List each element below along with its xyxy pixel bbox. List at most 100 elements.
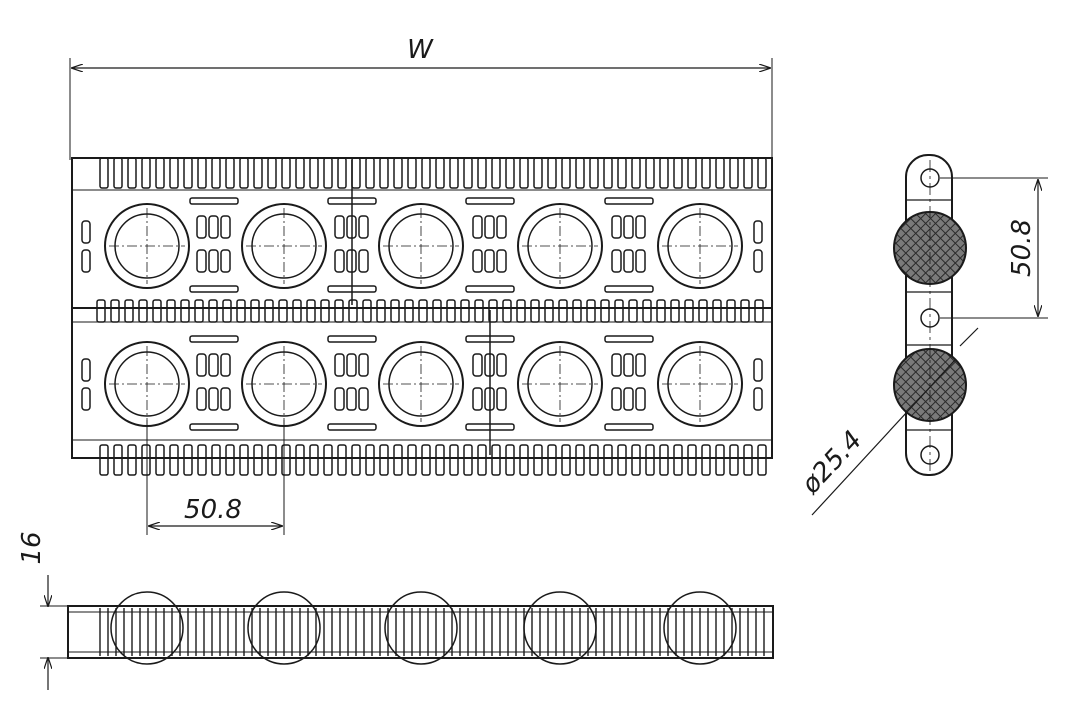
hinge-tooth (365, 157, 375, 189)
slot (484, 215, 495, 239)
slot (196, 353, 207, 377)
slot (334, 215, 345, 239)
slot (611, 215, 622, 239)
hinge-tooth (491, 157, 501, 189)
hinge-tooth (127, 444, 137, 476)
hinge-tooth (309, 157, 319, 189)
slot (472, 215, 483, 239)
hinge-tooth (589, 444, 599, 476)
slot-bar (327, 335, 377, 343)
hinge-tooth (491, 444, 501, 476)
slot (623, 215, 634, 239)
hinge-tooth (729, 444, 739, 476)
hinge-tooth (533, 157, 543, 189)
hinge-tooth (376, 299, 386, 323)
hinge-tooth (729, 157, 739, 189)
roller-outer (657, 341, 743, 427)
hinge-tooth (334, 299, 344, 323)
hinge-tooth (407, 444, 417, 476)
thickness-dimension: 16 (17, 531, 110, 690)
front-teeth (68, 608, 773, 656)
hinge-tooth (379, 157, 389, 189)
slot (635, 215, 646, 239)
hinge-tooth (320, 299, 330, 323)
front-rollers (110, 591, 737, 665)
hinge-tooth (435, 157, 445, 189)
slot (334, 387, 345, 411)
hinge-tooth (477, 444, 487, 476)
hinge-tooth (124, 299, 134, 323)
rollers-top-view (104, 203, 743, 427)
slot (358, 387, 369, 411)
slot (81, 220, 91, 244)
slot (635, 353, 646, 377)
hinge-tooth (138, 299, 148, 323)
slot (472, 353, 483, 377)
hinge-tooth (435, 444, 445, 476)
hinge-tooth (547, 157, 557, 189)
hinge-tooth (533, 444, 543, 476)
hinge-tooth (208, 299, 218, 323)
hinge-tooth (463, 444, 473, 476)
hinge-tooth (516, 299, 526, 323)
slot (496, 249, 507, 273)
hinge-tooth (460, 299, 470, 323)
hinge-tooth (519, 444, 529, 476)
slot (208, 387, 219, 411)
slot-bar (465, 285, 515, 293)
hinge-tooth (365, 444, 375, 476)
hinge-tooth (463, 157, 473, 189)
slot (496, 387, 507, 411)
hinge-tooth (701, 157, 711, 189)
front-roller (110, 591, 184, 665)
front-roller (247, 591, 321, 665)
slot (358, 249, 369, 273)
slot-bar (189, 423, 239, 431)
hinge-tooth (474, 299, 484, 323)
hinge-tooth (575, 157, 585, 189)
slot (611, 353, 622, 377)
hinge-tooth (519, 157, 529, 189)
roller-outer (241, 203, 327, 289)
hinge-tooth (656, 299, 666, 323)
hinge-tooth (561, 157, 571, 189)
hinge-tooth (502, 299, 512, 323)
hinge-tooth (239, 157, 249, 189)
hinge-tooth (281, 444, 291, 476)
hinge-tooth (757, 444, 767, 476)
slot (220, 353, 231, 377)
slot (220, 249, 231, 273)
hinge-tooth (390, 299, 400, 323)
hinge-tooth (687, 157, 697, 189)
side-view (893, 154, 967, 476)
hinge-tooth (673, 444, 683, 476)
hinge-tooth (614, 299, 624, 323)
hinge-tooth (673, 157, 683, 189)
front-view (67, 591, 774, 665)
hinge-tooth (337, 444, 347, 476)
hinge-tooth (446, 299, 456, 323)
hinge-tooth (127, 157, 137, 189)
hinge-tooth (575, 444, 585, 476)
hinge-tooth (211, 444, 221, 476)
slot (196, 387, 207, 411)
module-row-bottom (71, 307, 773, 459)
hinge-tooth (477, 157, 487, 189)
hinge-tooth (362, 299, 372, 323)
hinge-tooth (141, 157, 151, 189)
width-label: W (407, 35, 434, 65)
hinge-tooth (505, 157, 515, 189)
hinge-tooth (113, 157, 123, 189)
hinge-tooth (155, 157, 165, 189)
hinge-tooth (558, 299, 568, 323)
slot (334, 353, 345, 377)
hinge-tooth (421, 157, 431, 189)
slot (484, 249, 495, 273)
slot (635, 387, 646, 411)
hinge-tooth (757, 157, 767, 189)
hinge-tooth (278, 299, 288, 323)
hinge-tooth (292, 299, 302, 323)
hinge-tooth (183, 157, 193, 189)
slot (208, 215, 219, 239)
hinge-tooth (281, 157, 291, 189)
